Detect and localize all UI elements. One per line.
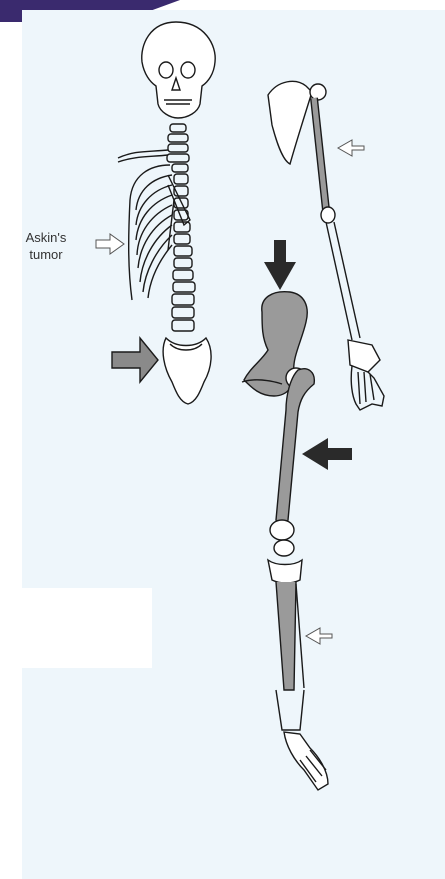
solid-arrow-icon (264, 240, 296, 290)
skull (142, 22, 215, 118)
lower-limb (242, 292, 328, 790)
outline-arrow-icon (306, 628, 332, 644)
gray-arrow-icon (112, 338, 158, 382)
askin-label-line2: tumor (18, 247, 74, 263)
pelvis (163, 338, 211, 404)
outline-arrow-icon (96, 234, 124, 254)
outline-arrow-icon (338, 140, 364, 156)
solid-arrow-icon (302, 438, 352, 470)
askin-label-line1: Askin's (18, 230, 74, 246)
